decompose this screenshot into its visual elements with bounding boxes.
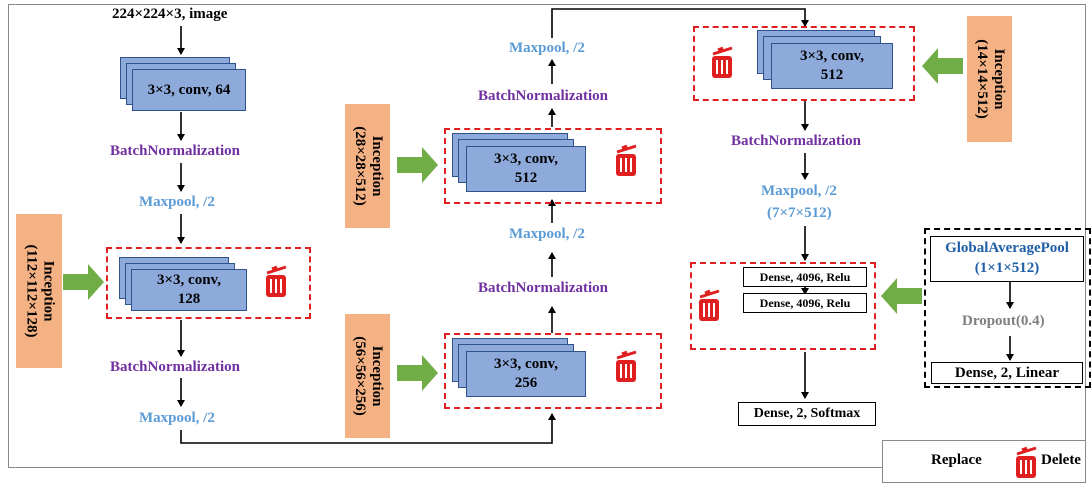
conv3-block: 3×3, conv, 256 — [466, 351, 586, 397]
input-label: 224×224×3, image — [112, 6, 228, 22]
gap-block: GlobalAveragePool (1×1×512) — [930, 236, 1084, 282]
bn2-label: BatchNormalization — [110, 359, 240, 375]
inception-block-112: Inception (112×112×128) — [16, 214, 62, 368]
pool1-label: Maxpool, /2 — [139, 194, 215, 210]
delete-group-col3-dense — [690, 262, 876, 350]
replace-arrow-col2a — [397, 147, 438, 183]
inception-block-28: Inception (28×28×512) — [345, 104, 390, 228]
output-block: Dense, 2, Softmax — [738, 402, 876, 426]
pool2-label: Maxpool, /2 — [139, 410, 215, 426]
inception-block-14: Inception (14×14×512) — [967, 16, 1012, 142]
pool5-shape-label: (7×7×512) — [767, 205, 832, 221]
pool4-label: Maxpool, /2 — [509, 40, 585, 56]
arrow-pool2-conv3 — [180, 413, 556, 444]
pool5-label: Maxpool, /2 — [761, 183, 837, 199]
bn4-label: BatchNormalization — [478, 88, 608, 104]
delete-group-col2-bottom — [444, 333, 662, 409]
legend-replace-label: Replace — [931, 452, 982, 468]
diagram-frame — [8, 4, 1086, 468]
replacement-group — [924, 228, 1091, 388]
legend: Replace Delete — [882, 440, 1086, 483]
replace-arrow-col3-dense — [881, 278, 922, 314]
conv5-block: 3×3, conv, 512 — [771, 43, 893, 89]
delete-group-col3-top — [693, 26, 915, 101]
dropout-label: Dropout(0.4) — [962, 313, 1045, 329]
bn3-label: BatchNormalization — [478, 280, 608, 296]
gap-shape-label: (1×1×512) — [974, 260, 1040, 276]
replace-arrow-col1 — [63, 264, 104, 300]
replace-arrow-col2b — [397, 355, 438, 391]
conv2-block: 3×3, conv, 128 — [131, 269, 247, 311]
replacement-dense-block: Dense, 2, Linear — [931, 362, 1083, 384]
delete-group-col1 — [106, 247, 311, 319]
bn5-label: BatchNormalization — [731, 133, 861, 149]
gap-label: GlobalAveragePool — [945, 240, 1069, 256]
dense1-block: Dense, 4096, Relu — [743, 267, 867, 287]
pool3-label: Maxpool, /2 — [509, 226, 585, 242]
arrow-pool4-conv5 — [551, 8, 809, 38]
legend-delete-label: Delete — [1041, 452, 1081, 468]
replace-arrow-col3-top — [922, 48, 963, 84]
inception-block-56: Inception (56×56×256) — [345, 314, 390, 438]
delete-group-col2-top — [444, 128, 662, 204]
conv4-block: 3×3, conv, 512 — [466, 146, 586, 192]
conv1-block: 3×3, conv, 64 — [132, 69, 246, 111]
dense2-block: Dense, 4096, Relu — [743, 293, 867, 313]
bn1-label: BatchNormalization — [110, 143, 240, 159]
